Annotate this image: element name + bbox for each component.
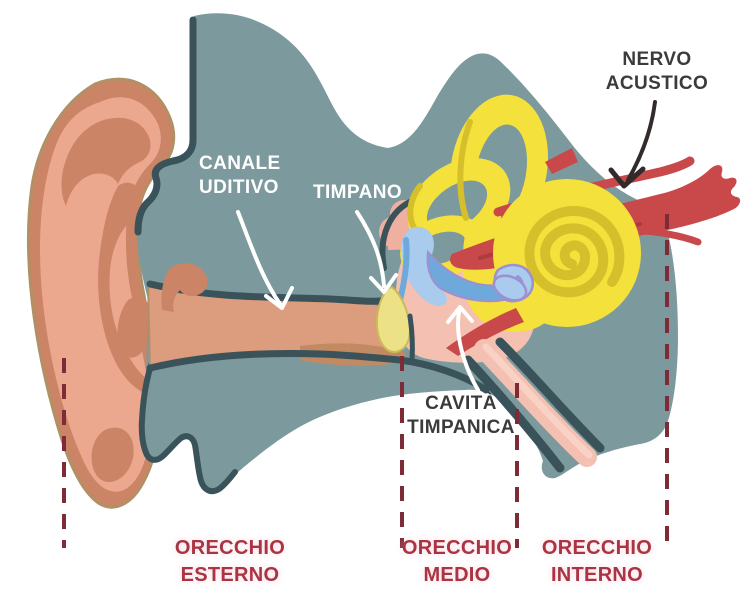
cochlea <box>493 179 641 327</box>
label-timpano: TIMPANO <box>313 182 402 203</box>
region-label-orecchio-interno: ORECCHIO INTERNO <box>541 537 653 586</box>
label-cavita-timpanica: CAVITÀ TIMPANICA <box>407 393 515 438</box>
nervo-acustico-arrow <box>608 100 657 189</box>
eardrum <box>375 286 415 363</box>
canale-uditivo-arrow <box>236 210 294 310</box>
timpano-arrow <box>355 210 398 294</box>
cavita-timpanica-arrow <box>446 305 480 392</box>
outer-ear-pinna <box>26 77 176 509</box>
head-lower-outline <box>138 359 238 495</box>
label-nervo-acustico: NERVO ACUSTICO <box>605 49 709 94</box>
region-divider-lines <box>62 214 669 548</box>
ossicles <box>397 226 528 306</box>
callout-arrows <box>236 100 657 392</box>
region-label-orecchio-esterno: ORECCHIO ESTERNO <box>174 537 286 586</box>
region-label-orecchio-medio: ORECCHIO MEDIO <box>401 537 513 586</box>
eustachian-tube <box>463 337 605 473</box>
label-canale-uditivo: CANALE UDITIVO <box>199 153 281 198</box>
tragus <box>161 263 208 312</box>
